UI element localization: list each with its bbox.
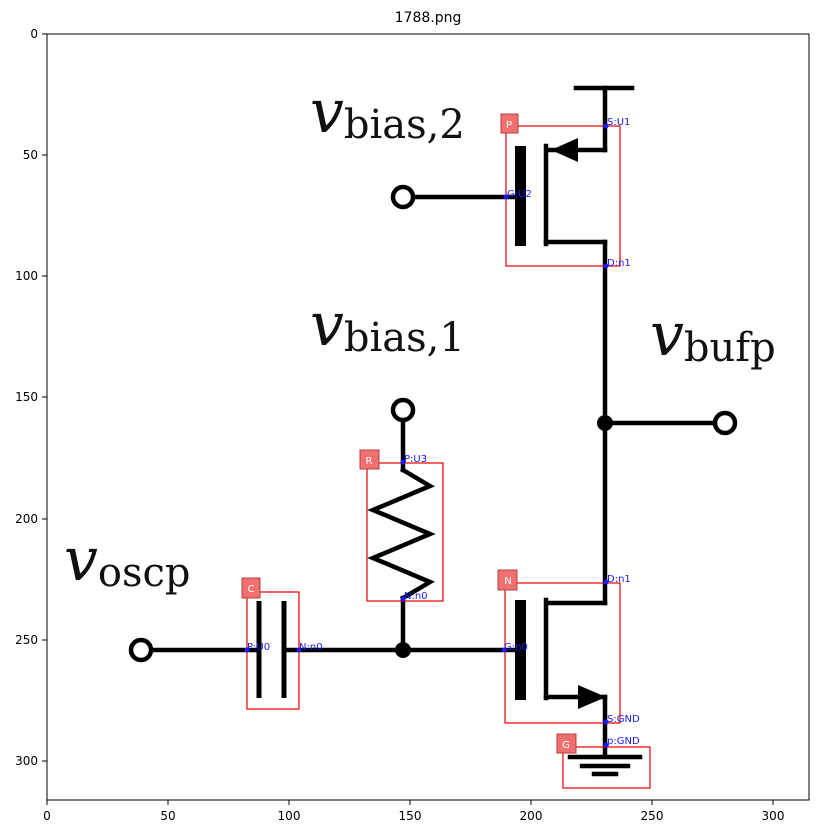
ground-tag (556, 733, 577, 754)
vbias2-label: vbias,2 (310, 77, 465, 148)
pin-dot (400, 459, 406, 465)
y-tick-label: 150 (15, 390, 38, 404)
nmos-tag (497, 569, 518, 591)
voscp-label: voscp (64, 525, 191, 596)
x-axis: 0 50 100 150 200 250 300 (43, 800, 784, 823)
y-tick-label: 300 (15, 754, 38, 768)
vbufp-terminal (712, 410, 738, 436)
pin-label: S:GND (607, 714, 640, 725)
pin-dot (244, 647, 250, 653)
resistor-zigzag (367, 466, 436, 602)
y-tick-label: 50 (23, 148, 38, 162)
pin-dot (603, 123, 609, 129)
pin-label: D:n1 (607, 258, 631, 269)
y-tick-label: 200 (15, 512, 38, 526)
pin-dot (296, 647, 302, 653)
pmos-gate-plate (515, 146, 526, 246)
pmos-tag-text: P (506, 120, 512, 131)
voscp-terminal (128, 637, 154, 663)
output-junction-dot (597, 415, 613, 431)
vbufp-label: vbufp (650, 300, 776, 371)
nmos-bbox (504, 582, 621, 724)
pin-dot (503, 194, 509, 200)
x-tick-label: 0 (43, 809, 51, 823)
x-tick-label: 300 (762, 809, 785, 823)
nmos-arrow-icon (578, 685, 606, 709)
capacitor-tag (241, 577, 261, 599)
pin-label: P:U0 (247, 642, 270, 653)
pin-dot (603, 742, 609, 748)
y-tick-label: 100 (15, 269, 38, 283)
plot-frame (46, 33, 810, 801)
pin-label: P:U3 (404, 454, 427, 465)
pin-dot (400, 596, 406, 602)
figure-title: 1788.png (395, 10, 462, 26)
pmos-arrow-icon (551, 138, 578, 162)
capacitor-tag-text: C (248, 584, 255, 595)
pin-label: G:U2 (507, 189, 532, 200)
gate-junction-dot (395, 642, 411, 658)
pin-dot (501, 647, 507, 653)
x-tick-label: 150 (399, 809, 422, 823)
y-axis: 0 50 100 150 200 250 300 (15, 27, 47, 768)
pin-label: S:U1 (607, 117, 630, 128)
pin-label: N:n0 (404, 591, 428, 602)
pin-dot (603, 579, 609, 585)
circuit-wires (149, 85, 719, 777)
pin-label: G:n0 (504, 642, 528, 653)
nmos-gate-plate (515, 600, 526, 700)
y-tick-label: 250 (15, 633, 38, 647)
nmos-tag-text: N (504, 576, 511, 587)
pin-dot (603, 719, 609, 725)
ground-tag-text: G (562, 740, 570, 751)
pin-label: D:n1 (607, 574, 631, 585)
x-tick-label: 200 (520, 809, 543, 823)
x-tick-label: 250 (641, 809, 664, 823)
y-tick-label: 0 (30, 27, 38, 41)
vbias1-label: vbias,1 (310, 290, 465, 361)
x-tick-label: 50 (160, 809, 175, 823)
pmos-tag (500, 113, 519, 134)
x-tick-label: 100 (278, 809, 301, 823)
pin-dot (603, 263, 609, 269)
resistor-tag (359, 449, 380, 470)
vbias2-terminal (390, 184, 416, 210)
resistor-tag-text: R (366, 456, 373, 467)
pin-label: N:n0 (299, 642, 323, 653)
pin-label: p:GND (607, 736, 640, 747)
vbias1-terminal (390, 397, 416, 423)
